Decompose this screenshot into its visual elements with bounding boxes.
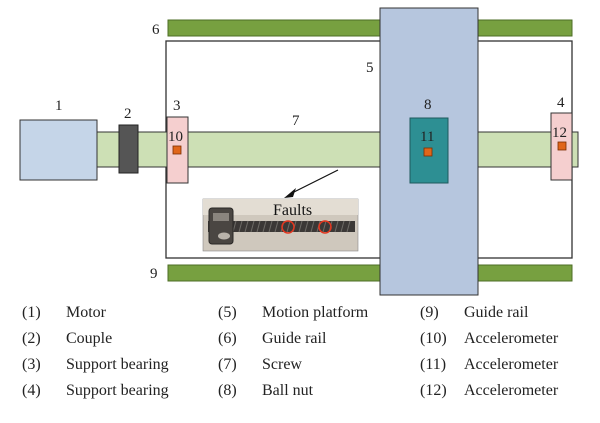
ball-screw-diagram: Faults 1 2 3 4 5 6 7 8 9 10 11 12 [19, 7, 579, 296]
legend-item-motor: (1)Motor [22, 304, 106, 321]
label-accel-left: 10 [168, 129, 183, 145]
couple [118, 124, 139, 174]
label-ball-nut: 8 [424, 97, 432, 113]
label-screw: 7 [292, 113, 300, 129]
accelerometer-mid [423, 147, 433, 157]
label-rail-top: 6 [152, 22, 160, 38]
legend-item-screw: (7)Screw [218, 356, 302, 373]
label-platform: 5 [366, 60, 374, 76]
fault-marker-2 [318, 220, 332, 234]
label-couple: 2 [124, 106, 132, 122]
label-accel-mid: 11 [420, 129, 434, 145]
legend-item-ball-nut: (8)Ball nut [218, 382, 314, 399]
accelerometer-right [557, 141, 567, 151]
label-rail-bottom: 9 [150, 266, 158, 282]
legend-item-support-bearing-3: (3)Support bearing [22, 356, 169, 373]
legend-item-guide-rail-6: (6)Guide rail [218, 330, 327, 347]
label-support-right: 4 [557, 95, 565, 111]
accelerometer-left [172, 145, 182, 155]
legend-item-accelerometer-11: (11)Accelerometer [420, 356, 559, 373]
legend: (1)Motor (2)Couple (3)Support bearing (4… [0, 298, 600, 418]
guide-rail-top [167, 19, 573, 37]
legend-item-guide-rail-9: (9)Guide rail [420, 304, 529, 321]
legend-item-accelerometer-12: (12)Accelerometer [420, 382, 559, 399]
label-support-left: 3 [173, 98, 181, 114]
legend-item-accelerometer-10: (10)Accelerometer [420, 330, 559, 347]
fault-arrow-head [284, 188, 296, 198]
fault-marker-1 [281, 220, 295, 234]
label-motor: 1 [55, 98, 63, 114]
faults-label: Faults [273, 202, 312, 219]
fault-arrow-line [291, 169, 339, 194]
legend-item-couple: (2)Couple [22, 330, 113, 347]
faulty-screw-photo: Faults [202, 198, 359, 252]
legend-item-motion-platform: (5)Motion platform [218, 304, 369, 321]
label-accel-right: 12 [552, 125, 567, 141]
motor [19, 119, 98, 181]
legend-item-support-bearing-4: (4)Support bearing [22, 382, 169, 399]
guide-rail-bottom [167, 264, 573, 282]
